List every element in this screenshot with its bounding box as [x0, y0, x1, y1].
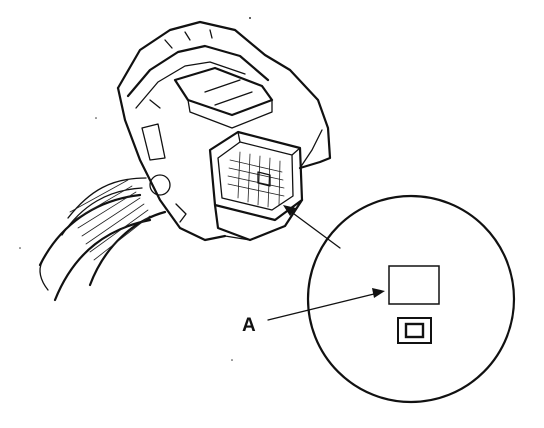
- inset-detail: [306, 194, 516, 404]
- cable-grooves: [69, 179, 151, 261]
- terminal-window: [388, 265, 440, 305]
- callout-a: A: [242, 288, 385, 336]
- wire-harness: [38, 177, 167, 302]
- scan-specks: [19, 17, 251, 361]
- callout-label: A: [242, 315, 256, 336]
- leader-arrow: [283, 205, 341, 249]
- connector-housing: [116, 20, 332, 242]
- terminal-lock-inner: [404, 322, 425, 339]
- terminal-lock-outer: [397, 317, 432, 344]
- terminal-cavities: [227, 151, 285, 208]
